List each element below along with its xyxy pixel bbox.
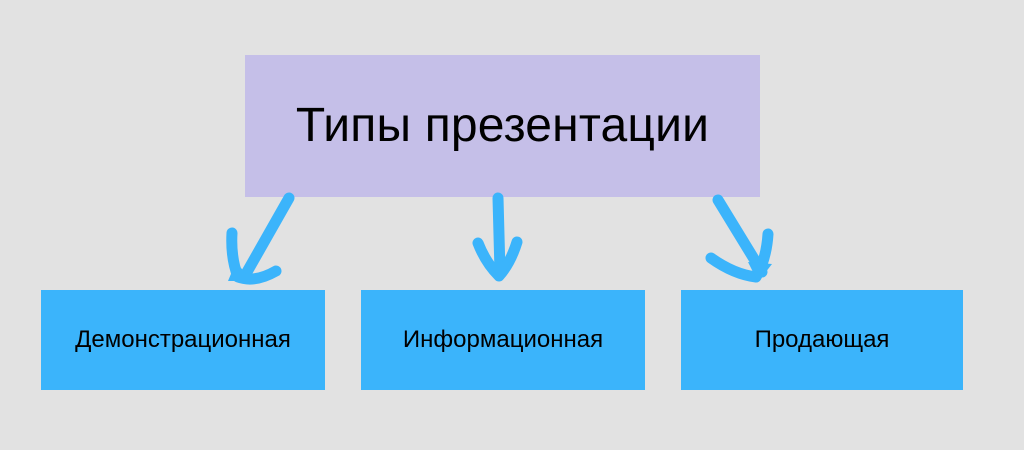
leaf-node-selling[interactable]: Продающая <box>681 290 963 390</box>
leaf-node-1-label: Демонстрационная <box>75 325 291 353</box>
leaf-node-demonstration[interactable]: Демонстрационная <box>41 290 325 390</box>
arrow-down-right-icon <box>705 194 774 283</box>
leaf-node-2-label: Информационная <box>402 325 604 353</box>
leaf-node-3-label: Продающая <box>754 325 890 353</box>
root-node-presentation-types[interactable]: Типы презентации <box>245 55 760 197</box>
arrow-down-left-icon <box>226 192 295 285</box>
arrow-down-icon <box>472 192 523 282</box>
root-node-label: Типы презентации <box>295 98 710 152</box>
leaf-node-informational[interactable]: Информационная <box>361 290 645 390</box>
